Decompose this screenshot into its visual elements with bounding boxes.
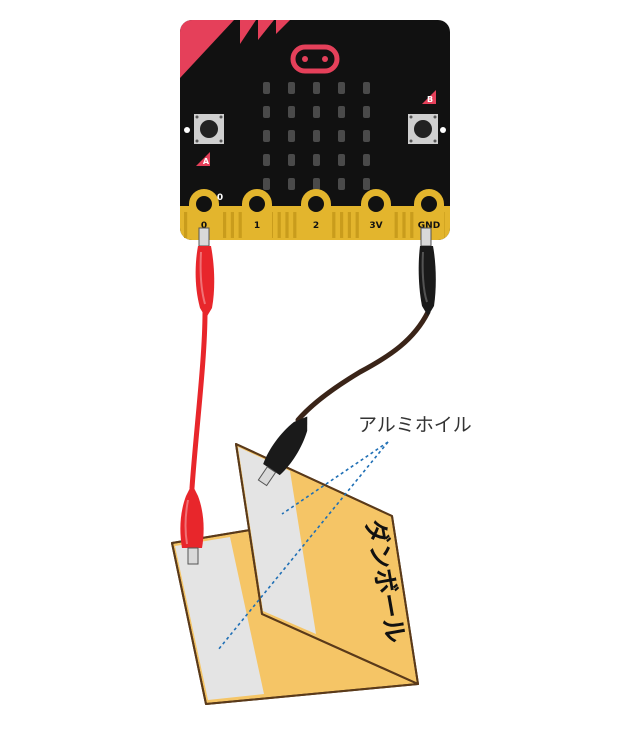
led-2-3: [338, 130, 345, 142]
led-4-4: [363, 178, 370, 190]
cardboard-piece: ダンボール: [171, 443, 419, 705]
connector-tooth: [184, 212, 188, 238]
pin-label-0: 0: [201, 221, 207, 231]
led-0-4: [363, 82, 370, 94]
connector-tooth: [340, 212, 344, 238]
microbit-board: A B 0 1 2 3V GND 0: [180, 20, 450, 240]
connector-tooth: [223, 212, 227, 238]
board-side-hole-right: [440, 127, 446, 133]
led-4-1: [288, 178, 295, 190]
led-0-3: [338, 82, 345, 94]
connector-tooth: [355, 212, 359, 238]
connector-tooth: [230, 212, 234, 238]
black-alligator-clip-top: [418, 227, 436, 316]
button-b-label: B: [427, 95, 433, 104]
button-b-label-triangle: [422, 90, 436, 104]
led-4-3: [338, 178, 345, 190]
connector-tooth: [410, 212, 414, 238]
red-wire: [189, 309, 208, 491]
led-3-2: [313, 154, 320, 166]
button-a-label-triangle: [196, 152, 210, 166]
led-1-2: [313, 106, 320, 118]
pin-label-gnd: GND: [418, 221, 440, 231]
connector-tooth: [285, 212, 289, 238]
led-2-2: [313, 130, 320, 142]
led-1-3: [338, 106, 345, 118]
led-2-4: [363, 130, 370, 142]
microbit-logo-icon: [290, 44, 340, 74]
connector-tooth: [238, 212, 242, 238]
led-2-0: [263, 130, 270, 142]
button-b[interactable]: [408, 114, 438, 144]
foil-right[interactable]: [238, 447, 316, 634]
led-3-1: [288, 154, 295, 166]
led-0-2: [313, 82, 320, 94]
connector-tooth: [277, 212, 281, 238]
button-a[interactable]: [194, 114, 224, 144]
pin-1[interactable]: 1: [242, 189, 272, 238]
led-0-1: [288, 82, 295, 94]
logo-dot-right: [322, 56, 328, 62]
led-0-0: [263, 82, 270, 94]
led-3-0: [263, 154, 270, 166]
callout-label: アルミホイル: [358, 414, 472, 436]
foil-callout: アルミホイル: [217, 414, 472, 651]
logo-dot-left: [302, 56, 308, 62]
led-1-0: [263, 106, 270, 118]
black-wire: [295, 309, 431, 423]
pin0-side-label: 0: [217, 193, 223, 203]
connector-tooth: [394, 212, 398, 238]
pin-pads: 0 1 2 3V GND: [189, 189, 444, 238]
led-4-0: [263, 178, 270, 190]
pin-2[interactable]: 2: [301, 189, 331, 238]
pin-label-1: 1: [254, 221, 260, 231]
led-2-1: [288, 130, 295, 142]
led-1-4: [363, 106, 370, 118]
led-3-3: [338, 154, 345, 166]
pin-gnd[interactable]: GND: [414, 189, 444, 238]
board-side-hole-left: [184, 127, 190, 133]
connector-tooth: [347, 212, 351, 238]
led-3-4: [363, 154, 370, 166]
board-red-corner: [180, 20, 290, 78]
red-alligator-clip-top: [195, 227, 215, 318]
callout-leader-line-lower: [217, 441, 389, 651]
red-alligator-clip-bottom: [180, 484, 204, 565]
connector-tooth: [332, 212, 336, 238]
button-a-label: A: [203, 157, 210, 166]
pin-label-2: 2: [313, 221, 319, 231]
pin-label-3v: 3V: [369, 221, 382, 231]
led-matrix: [263, 82, 370, 190]
connector-tooth: [402, 212, 406, 238]
pin-0[interactable]: 0: [189, 189, 219, 238]
led-4-2: [313, 178, 320, 190]
pin-3v[interactable]: 3V: [361, 189, 391, 238]
led-1-1: [288, 106, 295, 118]
connector-tooth: [293, 212, 297, 238]
black-alligator-clip-bottom: [257, 416, 308, 487]
foil-left[interactable]: [175, 537, 264, 700]
